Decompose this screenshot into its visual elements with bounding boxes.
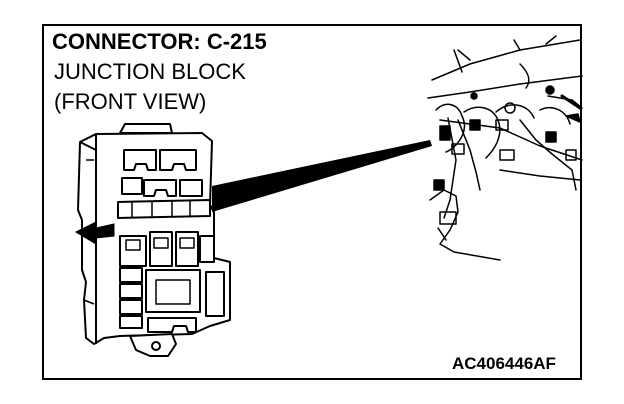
pointer-arrow-icon [74, 221, 115, 245]
callout-wedge [212, 140, 432, 212]
component-name: JUNCTION BLOCK [54, 59, 246, 84]
connector-title: CONNECTOR: C-215 [52, 29, 267, 54]
vehicle-location-sketch [427, 35, 583, 261]
view-label: (FRONT VIEW) [54, 89, 207, 114]
figure-code: AC406446AF [452, 354, 556, 373]
junction-block [77, 123, 231, 357]
